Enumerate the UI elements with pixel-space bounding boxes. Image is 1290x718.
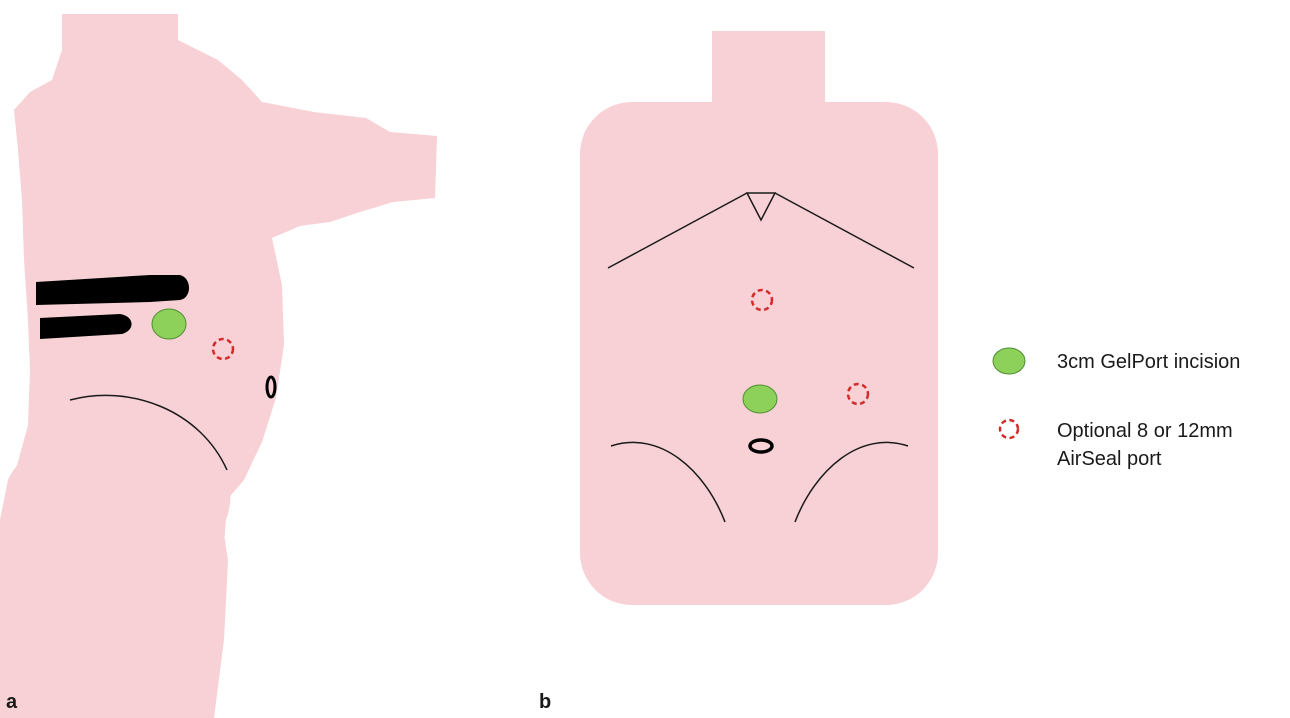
legend-airseal-label-line2: AirSeal port — [1057, 446, 1162, 473]
red-dashed-circle-icon — [1000, 420, 1018, 438]
panel-label-a: a — [6, 691, 17, 714]
frontal-torso-view — [580, 31, 938, 605]
panel-label-b: b — [539, 691, 551, 714]
torso-lateral-thigh — [0, 429, 230, 718]
green-filled-ellipse-icon — [993, 348, 1025, 374]
lateral-torso-view — [0, 14, 437, 718]
legend-gelport-label: 3cm GelPort incision — [1057, 349, 1240, 376]
gelport-incision-lateral — [152, 309, 186, 339]
torso-frontal-body — [580, 102, 938, 605]
legend-airseal-label-line1: Optional 8 or 12mm — [1057, 418, 1233, 445]
torso-frontal-neck — [712, 31, 825, 111]
legend — [993, 348, 1025, 438]
gelport-incision-frontal — [743, 385, 777, 413]
